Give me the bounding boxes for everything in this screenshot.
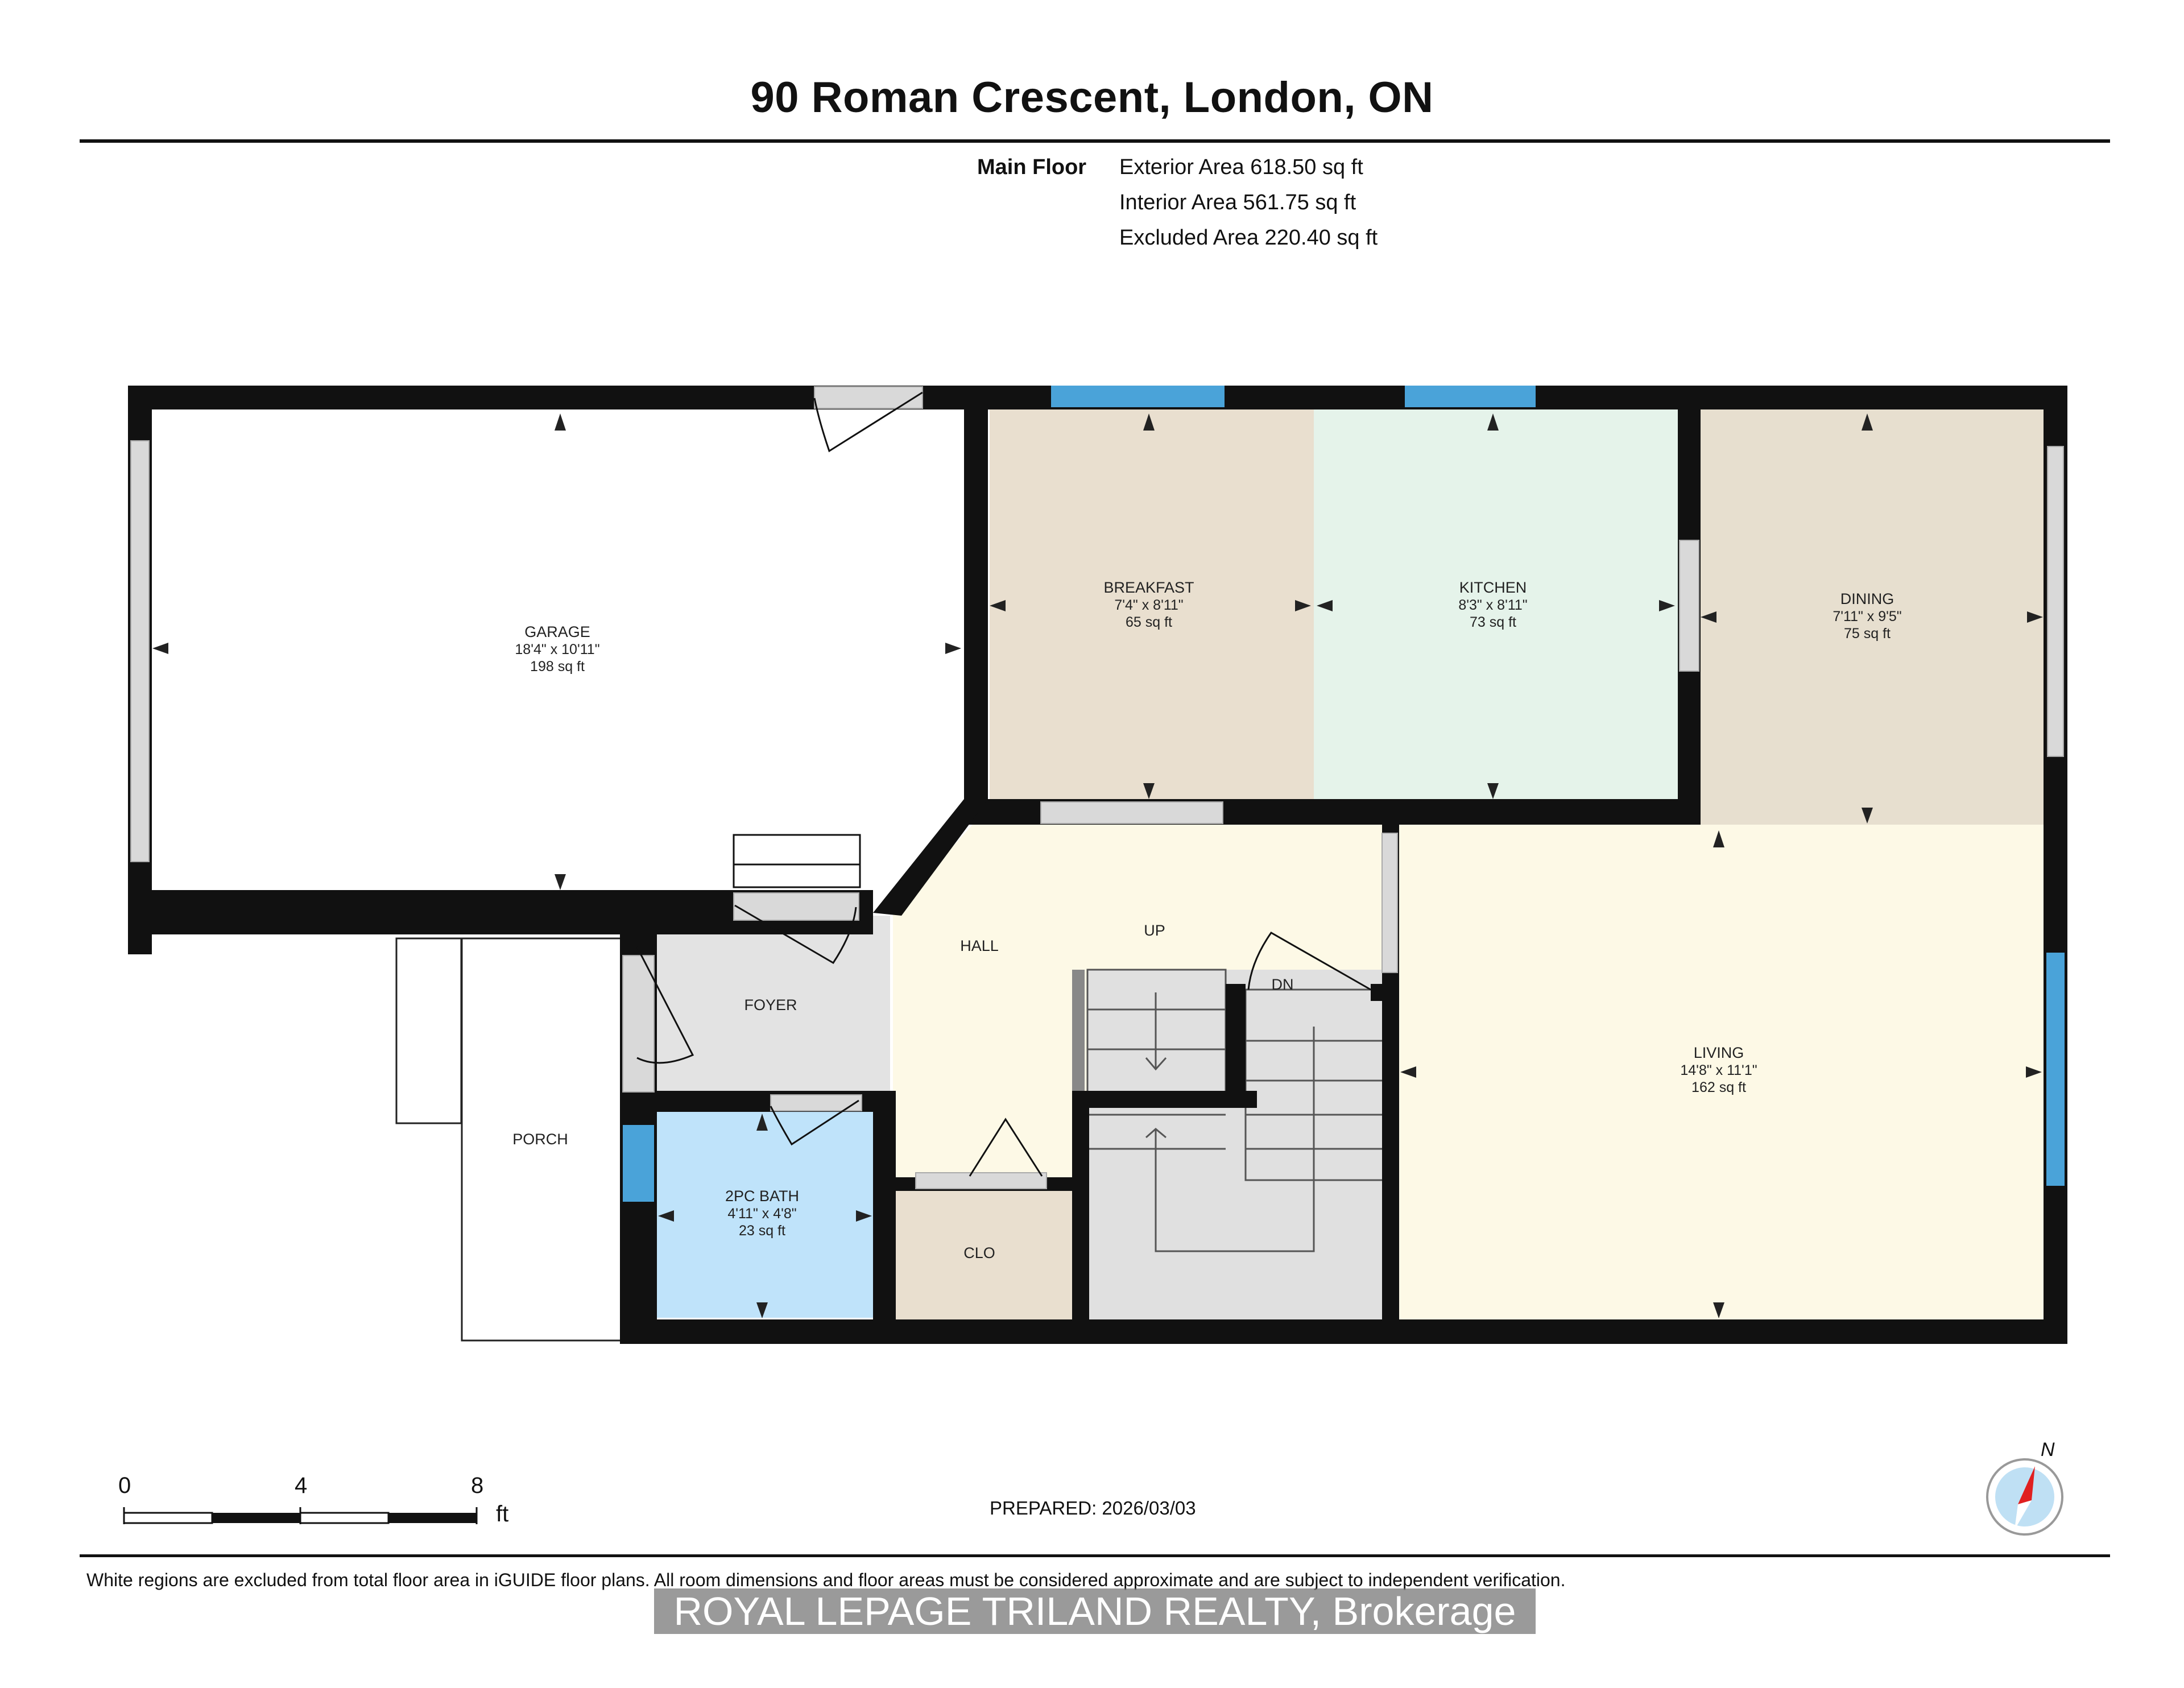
breakfast-area: 65 sq ft [1126, 614, 1172, 630]
header-divider [80, 139, 2110, 143]
bath-floor [657, 1112, 873, 1318]
kitchen-label: KITCHEN [1459, 579, 1527, 596]
breakfast-dims: 7'4" x 8'11" [1114, 597, 1183, 613]
living-dims: 14'8" x 11'1" [1680, 1062, 1757, 1078]
disclaimer-text: White regions are excluded from total fl… [86, 1570, 1566, 1590]
breakfast-floor [990, 409, 1314, 802]
compass-north-label: N [2041, 1439, 2055, 1461]
interior-area: Interior Area 561.75 sq ft [1119, 191, 1356, 214]
dining-label: DINING [1840, 590, 1895, 607]
dining-area: 75 sq ft [1844, 626, 1891, 642]
garage-label: GARAGE [524, 623, 590, 640]
bath-label: 2PC BATH [725, 1188, 799, 1205]
garage-area: 198 sq ft [530, 659, 585, 675]
scale-bar [123, 1507, 478, 1524]
scale-label-0: 0 [118, 1473, 131, 1498]
living-area: 162 sq ft [1691, 1079, 1746, 1095]
porch-label: PORCH [512, 1131, 568, 1148]
garage-floor [152, 409, 967, 887]
living-floor [1397, 825, 2048, 1319]
foyer-label: FOYER [744, 996, 797, 1013]
floor-label: Main Floor [977, 155, 1087, 179]
excluded-area: Excluded Area 220.40 sq ft [1119, 226, 1378, 250]
dining-dims: 7'11" x 9'5" [1833, 609, 1901, 624]
closet-floor [893, 1190, 1072, 1319]
bath-dims: 4'11" x 4'8" [727, 1206, 796, 1222]
hall-label: HALL [960, 937, 999, 954]
breakfast-label: BREAKFAST [1103, 579, 1194, 596]
prepared-date: PREPARED: 2026/03/03 [990, 1497, 1196, 1519]
doors [636, 391, 1371, 1177]
exterior-area: Exterior Area 618.50 sq ft [1119, 155, 1363, 179]
porch-step [395, 937, 462, 1124]
kitchen-dims: 8'3" x 8'11" [1458, 597, 1527, 613]
garage-step [733, 834, 861, 888]
kitchen-floor [1314, 409, 1678, 802]
stairs-up-label: UP [1144, 922, 1165, 939]
dining-floor [1701, 409, 2048, 825]
stair-rail [1072, 970, 1085, 1092]
footer-divider [80, 1554, 2110, 1557]
dimension-arrows [152, 413, 2043, 1318]
bath-area: 23 sq ft [739, 1223, 785, 1239]
watermark: ROYAL LEPAGE TRILAND REALTY, Brokerage [654, 1588, 1536, 1634]
stairs-down-label: DN [1272, 976, 1294, 993]
page-title: 90 Roman Crescent, London, ON [750, 73, 1434, 122]
kitchen-area: 73 sq ft [1470, 614, 1516, 630]
compass-icon: N [1986, 1439, 2063, 1536]
scale-unit: ft [496, 1501, 509, 1526]
scale-label-8: 8 [471, 1473, 484, 1498]
garage-dims: 18'4" x 10'11" [515, 642, 599, 657]
living-label: LIVING [1694, 1044, 1744, 1061]
windows [623, 386, 2065, 1202]
scale-label-4: 4 [295, 1473, 308, 1498]
closet-label: CLO [963, 1244, 995, 1261]
foyer-floor [657, 916, 890, 1098]
